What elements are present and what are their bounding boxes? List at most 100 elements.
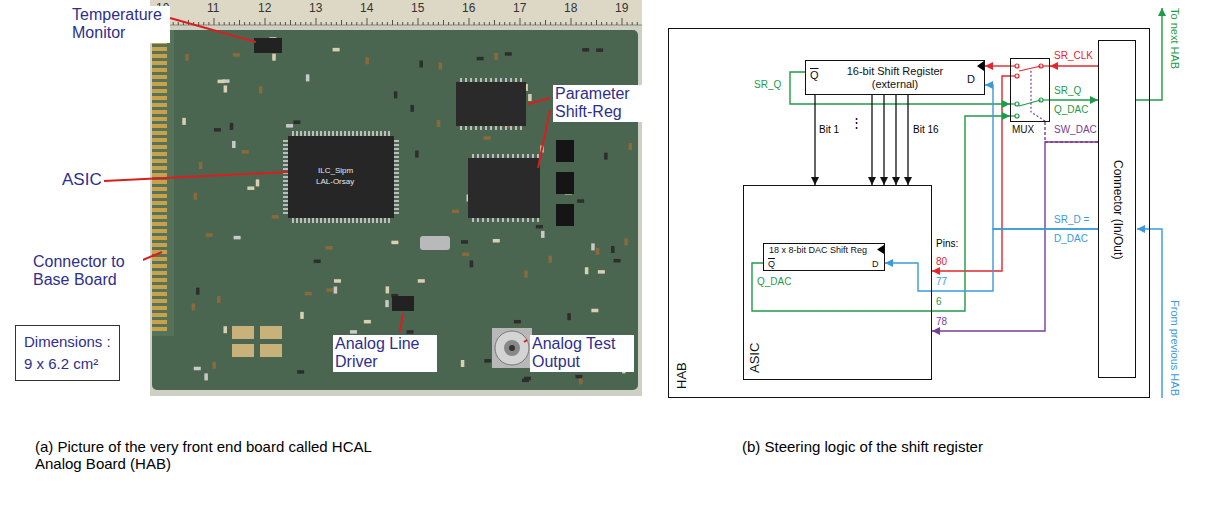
smd-component: [582, 48, 589, 52]
smd-component: [194, 193, 198, 200]
ruler-tick: [254, 22, 255, 25]
ruler-number: 19: [615, 2, 628, 16]
gold-finger: [152, 54, 167, 58]
signal-wire: [752, 116, 1010, 311]
board-photo: [150, 0, 642, 396]
gold-finger: [152, 82, 167, 86]
ruler-number: 16: [462, 2, 475, 16]
gold-finger: [152, 61, 167, 65]
ruler-tick: [285, 22, 286, 25]
callout-label: ASIC: [60, 170, 104, 190]
chip-pin: [502, 218, 504, 222]
ruler-number: 18: [564, 2, 577, 16]
signal-wire: [1050, 65, 1098, 66]
gold-finger: [152, 110, 167, 114]
chip-pin: [495, 126, 497, 130]
smd-component: [297, 370, 304, 374]
smd-component: [598, 270, 605, 274]
chip-pin: [348, 131, 350, 136]
chip-pin: [495, 78, 497, 82]
smd-component: [585, 267, 589, 274]
dac-register-box: 18 x 8-bit DAC Shift RegQD: [763, 243, 885, 271]
chip-pin: [472, 154, 474, 158]
chip-pin: [300, 218, 302, 223]
ruler-tick: [331, 22, 332, 25]
gold-finger: [152, 117, 167, 121]
chip-pin: [384, 131, 386, 136]
ruler-number: 12: [258, 2, 271, 16]
chip-pin: [380, 131, 382, 136]
bit-line: [907, 95, 908, 185]
smd-component: [326, 246, 333, 250]
chip-pin: [394, 148, 399, 150]
smd-component: [394, 91, 398, 98]
gold-finger: [152, 89, 167, 93]
ruler-tick: [469, 18, 470, 25]
gold-finger: [152, 327, 167, 331]
chip-pin: [477, 218, 479, 222]
ruler-tick: [300, 22, 301, 25]
smd-component: [314, 260, 321, 264]
smd-component: [385, 300, 389, 307]
leader-line: [524, 340, 527, 342]
chip-pin: [376, 218, 378, 223]
chip-pin: [283, 176, 288, 178]
chip-pin: [482, 154, 484, 158]
chip-pin: [394, 192, 399, 194]
pin-number: 77: [936, 276, 947, 288]
chip-pin: [292, 218, 294, 223]
smd-component: [484, 359, 491, 363]
callout-label: Analog Line Driver: [333, 335, 437, 372]
crystal: [420, 236, 450, 250]
chip-pin: [532, 218, 534, 222]
chip-pin: [394, 160, 399, 162]
ruler-tick: [234, 22, 235, 25]
gold-finger: [152, 320, 167, 324]
leader-line: [170, 18, 256, 42]
gold-finger: [152, 271, 167, 275]
clock-input-symbol: [977, 61, 984, 71]
smd-component: [407, 330, 414, 334]
smd-component: [461, 240, 468, 244]
ruler-tick: [489, 22, 490, 25]
gold-finger: [152, 236, 167, 240]
smd-component: [528, 94, 532, 101]
chip-pin: [480, 78, 482, 82]
ruler-tick: [259, 22, 260, 25]
clock-input-symbol: [876, 245, 884, 255]
smd-component: [233, 53, 240, 57]
smd-component: [194, 367, 201, 371]
chip-pin: [283, 188, 288, 190]
ruler: [150, 0, 642, 25]
smd-component: [334, 287, 338, 294]
chip-pin: [348, 218, 350, 223]
ruler-tick: [504, 22, 505, 25]
smd-component: [223, 326, 227, 333]
smd-component: [629, 143, 633, 150]
ruler-tick: [392, 20, 393, 25]
chip-pin: [520, 78, 522, 82]
chip-pin: [515, 78, 517, 82]
leader-line: [104, 172, 288, 181]
board-outline: 16-bit Shift Register (external)QDMUXCon…: [668, 28, 1150, 398]
bit-label: Bit 1: [819, 124, 839, 136]
smd-component: [196, 288, 200, 295]
ruler-tick: [418, 18, 419, 25]
ruler-tick: [448, 22, 449, 25]
figure-caption: (b) Steering logic of the shift register: [742, 438, 1162, 455]
chip-pin: [283, 168, 288, 170]
gold-finger: [152, 208, 167, 212]
ruler-tick: [326, 22, 327, 25]
bnc-connector: [495, 331, 529, 365]
chip-pin: [394, 200, 399, 202]
ruler-tick: [341, 20, 342, 25]
chip-pin: [394, 188, 399, 190]
switch-contact: [1015, 74, 1019, 78]
smd-component: [514, 320, 521, 324]
ruler-tick: [224, 22, 225, 25]
gold-finger: [152, 285, 167, 289]
smd-component: [418, 279, 425, 283]
ruler-tick: [265, 18, 266, 25]
smd-component: [591, 309, 598, 313]
ruler-number: 17: [513, 2, 526, 16]
